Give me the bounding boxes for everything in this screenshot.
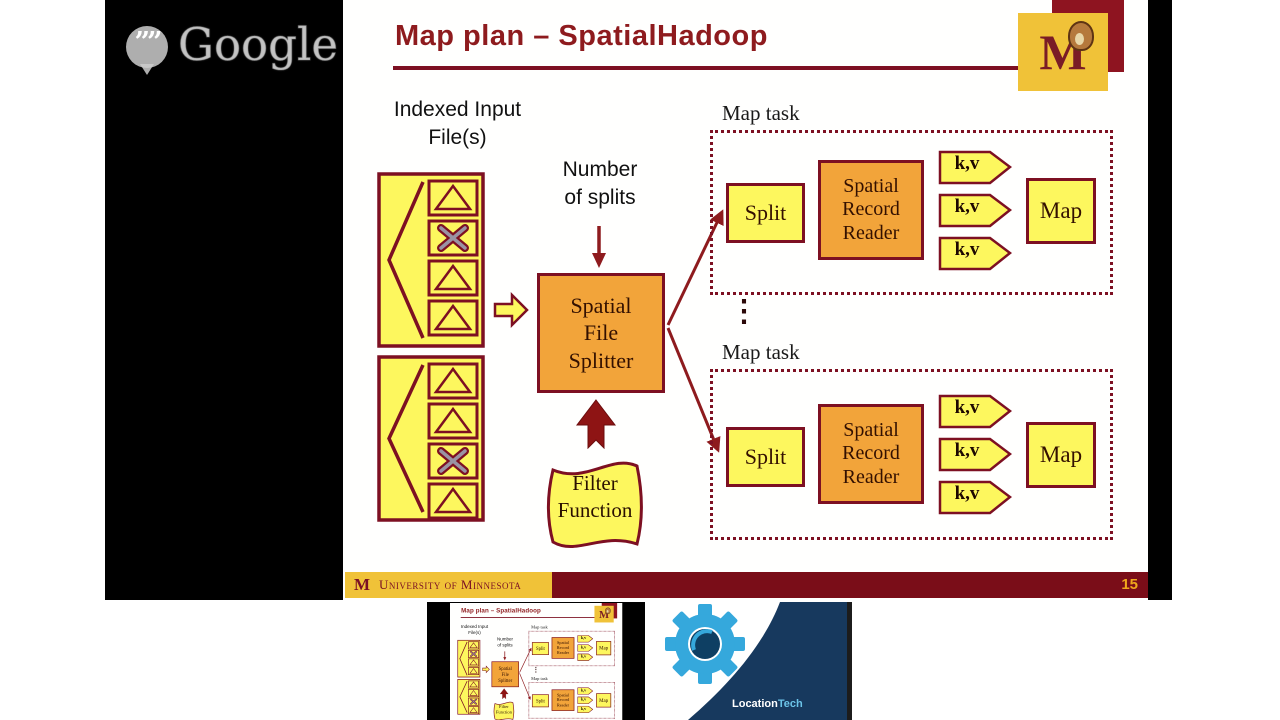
- umn-goldy-logo: M: [594, 605, 614, 623]
- kv-tag: k,v: [938, 193, 1012, 228]
- kv-tag: k,v: [577, 705, 594, 714]
- gear-icon: [665, 604, 745, 684]
- umn-goldy-logo: M: [1018, 13, 1108, 91]
- indexed-file-box-1: [457, 639, 481, 679]
- filter-function-label: Filter Function: [557, 471, 633, 523]
- map-task-2-label: Map task: [531, 675, 548, 681]
- spatial-record-reader-box: Spatial Record Reader: [818, 160, 924, 260]
- gopher-mascot-icon: [1068, 21, 1094, 51]
- umn-m-letter: M: [599, 608, 610, 621]
- kv-tag: k,v: [577, 696, 594, 704]
- map-box: Map: [1026, 178, 1096, 244]
- number-of-splits-label: Number of splits: [497, 636, 513, 648]
- footer-maroon-bar: 15: [552, 572, 1148, 598]
- splitter-connector-arrows: [666, 209, 724, 453]
- slide: Map plan – SpatialHadoop M Indexed Input…: [343, 0, 1148, 600]
- map-box: Map: [1026, 422, 1096, 488]
- main-video-feed[interactable]: Map plan – SpatialHadoop M Indexed Input…: [105, 0, 1172, 600]
- slide: Map plan – SpatialHadoop M Indexed Input…: [450, 603, 623, 720]
- split-box: Split: [531, 694, 549, 708]
- ellipsis: ⋮: [532, 666, 540, 674]
- video-thumbnail-slide[interactable]: Map plan – SpatialHadoop M Indexed Input…: [427, 602, 645, 720]
- number-of-splits-label: Number of splits: [562, 158, 638, 210]
- google-watermark: ”” Google: [126, 18, 339, 75]
- split-box: Split: [726, 427, 805, 487]
- kv-tag: k,v: [938, 480, 1012, 515]
- down-arrow-icon: [503, 651, 507, 661]
- slide-page-number: 15: [1121, 576, 1138, 593]
- block-arrow-right-icon: [493, 291, 529, 329]
- down-arrow-icon: [592, 226, 606, 268]
- map-task-2-box: Split Spatial Record Reader k,v k,v k,v: [528, 681, 615, 719]
- map-box: Map: [596, 641, 612, 656]
- up-arrow-icon: [575, 399, 617, 449]
- scroll-shape: [547, 461, 643, 548]
- google-logo-text: Google: [178, 18, 339, 71]
- map-task-1-label: Map task: [531, 624, 548, 630]
- footer-university-name: University of Minnesota: [379, 577, 522, 592]
- up-arrow-icon: [499, 688, 509, 700]
- gopher-mascot-icon: [605, 607, 611, 614]
- spatial-file-splitter-box: Spatial File Splitter: [491, 661, 519, 688]
- indexed-file-box-1: [377, 172, 485, 353]
- kv-tag: k,v: [577, 635, 594, 643]
- indexed-file-box-2: [377, 355, 485, 527]
- filter-function-scroll: Filter Function: [492, 699, 516, 720]
- indexed-file-box-2: [457, 679, 481, 716]
- filter-function-label: Filter Function: [495, 703, 512, 715]
- kv-tag: k,v: [938, 150, 1012, 185]
- title-underline: [460, 617, 616, 618]
- spatial-record-reader-box: Spatial Record Reader: [551, 637, 575, 659]
- slide-title: Map plan – SpatialHadoop: [395, 20, 768, 52]
- indexed-input-label: Indexed Input File(s): [460, 623, 489, 635]
- map-task-2-label: Map task: [722, 340, 800, 364]
- hangouts-icon: ””: [126, 26, 168, 75]
- split-box: Split: [726, 183, 805, 243]
- slide-title: Map plan – SpatialHadoop: [461, 607, 541, 615]
- map-task-1-box: Split Spatial Record Reader k,v k,v k,v: [528, 630, 615, 667]
- spatial-record-reader-box: Spatial Record Reader: [551, 689, 575, 711]
- ellipsis: ⋮: [729, 295, 759, 328]
- spatial-file-splitter-box: Spatial File Splitter: [537, 273, 665, 393]
- kv-tag: k,v: [938, 236, 1012, 271]
- kv-tag: k,v: [938, 437, 1012, 472]
- kv-tag: k,v: [577, 644, 594, 652]
- scroll-shape: [493, 701, 515, 720]
- map-task-1-label: Map task: [722, 101, 800, 125]
- kv-tag: k,v: [938, 394, 1012, 429]
- indexed-input-label: Indexed Input File(s): [393, 98, 522, 150]
- map-task-2-box: Split Spatial Record Reader k,v k,v k,v: [710, 369, 1113, 540]
- spatial-record-reader-box: Spatial Record Reader: [818, 404, 924, 504]
- locationtech-logo: LocationTech: [652, 602, 852, 720]
- footer-m-icon: M: [354, 575, 371, 594]
- block-arrow-right-icon: [482, 665, 490, 674]
- map-box: Map: [596, 693, 612, 708]
- svg-text:LocationTech: LocationTech: [732, 698, 803, 710]
- title-underline: [393, 66, 1115, 70]
- split-box: Split: [531, 642, 549, 656]
- map-task-1-box: Split Spatial Record Reader k,v k,v k,v: [710, 130, 1113, 295]
- kv-tag: k,v: [577, 653, 594, 661]
- filter-function-scroll: Filter Function: [539, 450, 651, 552]
- footer-university-bar: M University of Minnesota: [345, 572, 552, 598]
- video-thumbnail-locationtech[interactable]: LocationTech: [652, 602, 852, 720]
- kv-tag: k,v: [577, 687, 594, 695]
